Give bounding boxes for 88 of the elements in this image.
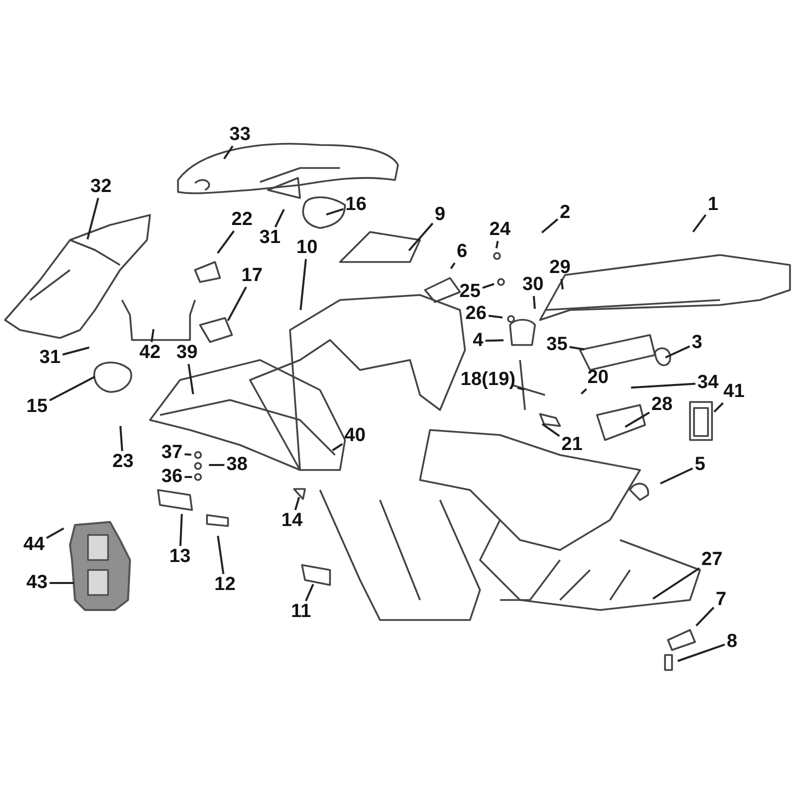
- leader-line: [50, 582, 74, 584]
- callout-number: 43: [26, 573, 48, 593]
- callout-number: 9: [434, 205, 446, 225]
- callout-number: 32: [90, 177, 112, 197]
- leader-line: [630, 382, 696, 389]
- callout-number: 7: [716, 590, 726, 610]
- callout-number: 17: [241, 266, 263, 286]
- callout-number: 21: [561, 435, 583, 455]
- leader-line: [624, 412, 650, 428]
- leader-line: [714, 402, 724, 412]
- callout-number: 5: [694, 455, 706, 475]
- callout-number: 28: [651, 395, 673, 415]
- leader-line: [541, 218, 558, 234]
- leader-line: [517, 386, 525, 391]
- callout-number: 41: [723, 382, 745, 402]
- leader-line: [227, 286, 247, 322]
- leader-line: [216, 536, 224, 574]
- callout-number: 36: [161, 467, 183, 487]
- callout-number: 16: [345, 195, 367, 215]
- callout-number: 40: [344, 426, 366, 446]
- callout-number: 11: [290, 602, 312, 622]
- leader-line: [665, 345, 690, 358]
- leader-line: [119, 426, 124, 452]
- callout-number: 2: [560, 203, 570, 223]
- callout-number: 39: [176, 343, 198, 363]
- callout-number: 25: [459, 282, 481, 302]
- leader-line: [569, 346, 584, 350]
- callout-number: 35: [546, 335, 568, 355]
- callout-number: 26: [465, 304, 487, 324]
- callout-number: 3: [692, 333, 702, 353]
- callout-number: 44: [23, 535, 45, 555]
- leader-line: [223, 145, 234, 160]
- leader-line: [660, 468, 694, 484]
- leader-line: [408, 222, 434, 252]
- callout-number: 15: [26, 397, 48, 417]
- leader-line: [184, 476, 192, 478]
- leader-line: [86, 198, 100, 240]
- callout-number: 23: [112, 452, 134, 472]
- callout-number: 31: [39, 348, 61, 368]
- callout-number: 13: [169, 547, 191, 567]
- callout-number: 10: [296, 238, 318, 258]
- callout-number: 20: [587, 368, 609, 388]
- leader-line: [485, 339, 504, 342]
- leader-line: [274, 208, 285, 228]
- callout-number: 22: [231, 210, 253, 230]
- callout-number: 37: [161, 443, 183, 463]
- callout-number: 6: [456, 242, 468, 262]
- leader-line: [216, 230, 235, 254]
- callout-number: 31: [259, 228, 281, 248]
- leader-line: [46, 528, 64, 539]
- leader-line: [677, 644, 726, 662]
- leader-line: [208, 464, 224, 466]
- leader-line: [184, 453, 192, 456]
- leader-line: [450, 262, 456, 270]
- callout-number: 24: [489, 220, 511, 240]
- callout-number: 8: [726, 632, 738, 652]
- callout-number: 18(19): [460, 370, 516, 390]
- leader-line: [652, 567, 700, 600]
- callout-number: 33: [229, 125, 251, 145]
- callout-number: 42: [139, 343, 161, 363]
- leader-line: [482, 283, 494, 289]
- leader-line: [560, 278, 564, 290]
- callout-number: 1: [708, 195, 718, 215]
- callout-number: 4: [472, 331, 484, 351]
- callout-number: 38: [226, 455, 248, 475]
- leader-line: [695, 606, 714, 626]
- callout-number: 30: [522, 275, 544, 295]
- leader-line: [294, 496, 300, 510]
- leader-line: [304, 584, 314, 602]
- leader-line: [580, 388, 588, 395]
- leader-line: [495, 240, 499, 248]
- leader-line: [332, 443, 343, 452]
- callout-number: 27: [701, 550, 723, 570]
- leader-line: [488, 314, 503, 318]
- leader-line: [179, 514, 183, 546]
- callout-number: 29: [549, 258, 571, 278]
- leader-line: [542, 423, 560, 437]
- callout-number: 34: [697, 373, 719, 393]
- leader-line: [150, 329, 154, 342]
- leader-line: [62, 346, 90, 356]
- callout-number: 12: [214, 575, 236, 595]
- leader-line: [692, 214, 706, 232]
- leader-line: [188, 364, 194, 394]
- leader-line: [300, 258, 307, 310]
- callout-number: 14: [281, 511, 303, 531]
- leader-line: [49, 376, 96, 402]
- leader-line: [532, 296, 536, 309]
- leader-line: [326, 208, 344, 216]
